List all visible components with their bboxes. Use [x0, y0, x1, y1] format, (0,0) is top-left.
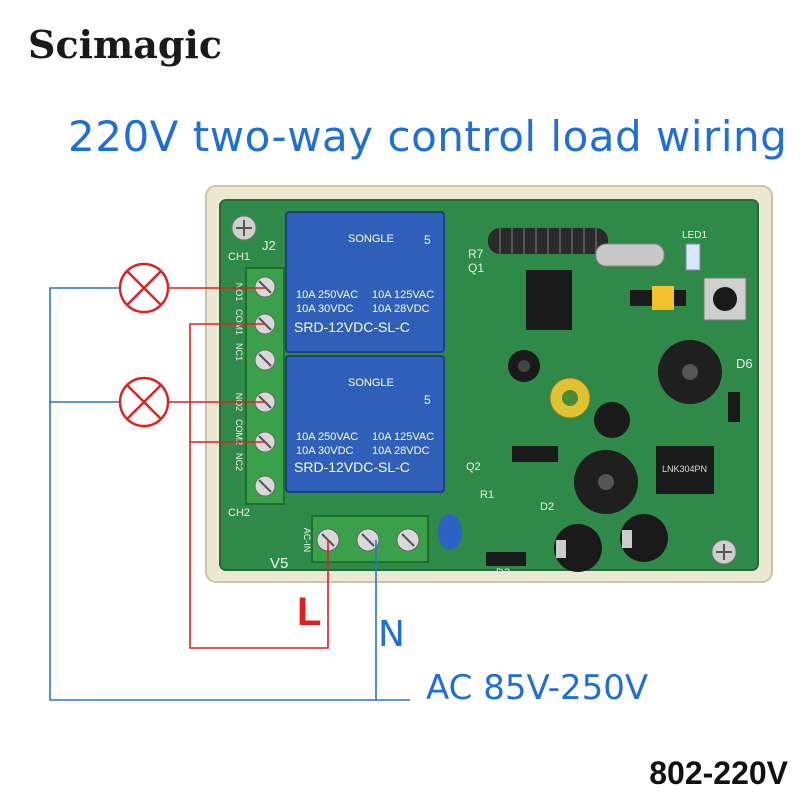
jumper-cap — [652, 286, 674, 310]
relay-model: SRD-12VDC-SL-C — [294, 459, 410, 475]
screw-terminal-icon — [254, 475, 276, 497]
relay-model: SRD-12VDC-SL-C — [294, 319, 410, 335]
relay-pin-count: 5 — [424, 393, 431, 407]
neutral-wire — [49, 287, 410, 701]
diode-icon — [728, 392, 740, 422]
relay-spec: 10A 125VAC — [372, 431, 434, 443]
power-ic: LNK304PN — [656, 446, 714, 494]
screw-terminal-icon — [254, 276, 276, 298]
relay-brand: SONGLE — [348, 377, 394, 389]
relay-spec: 10A 28VDC — [372, 303, 430, 315]
silk-q2: Q2 — [466, 461, 481, 473]
capacitor-icon — [508, 350, 540, 382]
relay-spec: 10A 125VAC — [372, 289, 434, 301]
relay-spec: 10A 250VAC — [296, 431, 358, 443]
relay-spec: 10A 250VAC — [296, 289, 358, 301]
screw-terminal-icon — [396, 528, 420, 552]
silk-r1: R1 — [480, 489, 494, 501]
diode-icon — [512, 446, 558, 462]
diode-icon — [486, 552, 526, 566]
silk-q1: Q1 — [468, 261, 484, 275]
pin-label: COM1 — [234, 309, 244, 335]
ic-chip — [526, 270, 572, 330]
brand-logo: Scimagic — [28, 22, 222, 67]
led-icon — [685, 243, 701, 271]
inductor-icon — [574, 450, 638, 514]
silk-d3: D3 — [496, 567, 510, 579]
relay-brand: SONGLE — [348, 233, 394, 245]
pin-label: NO1 — [234, 283, 244, 302]
pin-label: COM2 — [234, 419, 244, 445]
silk-r7: R7 — [468, 247, 484, 261]
capacitor-icon — [549, 377, 591, 419]
silk-d2: D2 — [540, 501, 554, 513]
silk-ac-in: AC-IN — [302, 528, 312, 553]
pin-label: NC1 — [234, 343, 244, 361]
relay-terminal-block — [245, 267, 285, 505]
capacitor-icon — [594, 402, 630, 438]
capacitor-icon — [554, 524, 602, 572]
pin-label: NC2 — [234, 453, 244, 471]
model-number: 802-220V — [649, 755, 788, 791]
relay-2: SONGLE 5 10A 250VAC 10A 30VDC 10A 125VAC… — [285, 355, 445, 493]
silk-ch2: CH2 — [228, 507, 250, 519]
supply-voltage-label: AC 85V-250V — [426, 668, 649, 708]
lamp-icon — [118, 376, 170, 428]
antenna-coil-icon — [488, 228, 608, 254]
live-label: L — [297, 590, 322, 634]
screw-terminal-icon — [356, 528, 380, 552]
mount-screw-icon — [231, 215, 257, 241]
chip-label: LNK304PN — [662, 464, 707, 474]
mount-screw-icon — [711, 539, 737, 565]
neutral-label: N — [378, 614, 405, 655]
capacitor-icon — [620, 514, 668, 562]
screw-terminal-icon — [254, 349, 276, 371]
silk-v5: V5 — [270, 555, 288, 572]
crystal — [595, 243, 665, 267]
relay-1: SONGLE 5 10A 250VAC 10A 30VDC 10A 125VAC… — [285, 211, 445, 353]
push-button-icon — [703, 277, 747, 321]
diagram-title: 220V two-way control load wiring — [68, 112, 788, 161]
relay-spec: 10A 30VDC — [296, 303, 354, 315]
silk-j2: J2 — [262, 238, 276, 253]
inductor-icon — [658, 340, 722, 404]
live-wire — [168, 287, 329, 649]
relay-spec: 10A 28VDC — [372, 445, 430, 457]
silk-led1: LED1 — [682, 230, 707, 241]
silk-ch1: CH1 — [228, 251, 250, 263]
relay-spec: 10A 30VDC — [296, 445, 354, 457]
relay-pin-count: 5 — [424, 233, 431, 247]
silk-d6: D6 — [736, 356, 753, 371]
ceramic-capacitor-icon — [438, 514, 462, 550]
lamp-icon — [118, 262, 170, 314]
